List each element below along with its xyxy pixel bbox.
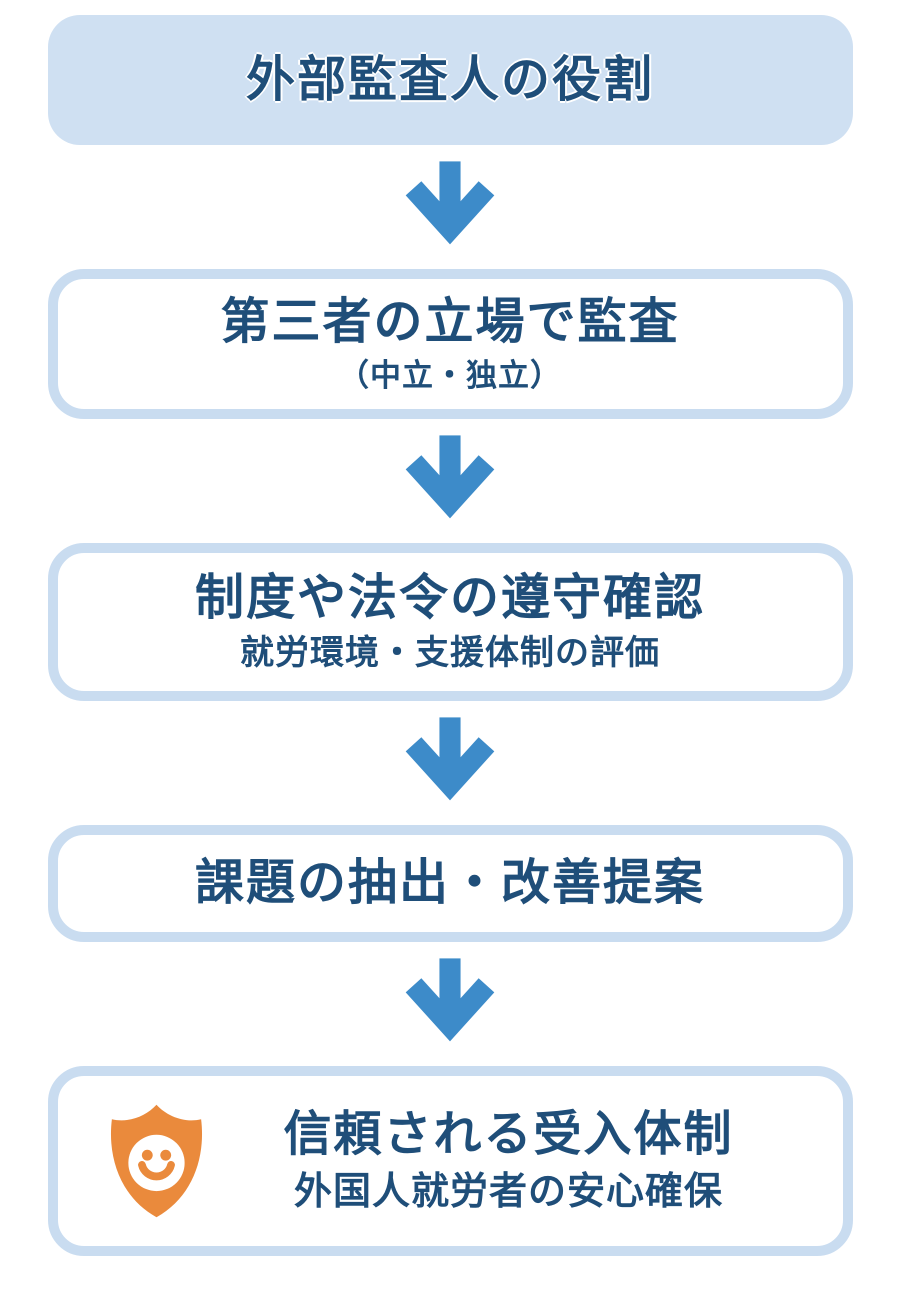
arrow-wrap-1 [402, 145, 498, 269]
flow-step-box-4: 信頼される受入体制 外国人就労者の安心確保 [47, 1066, 853, 1256]
step-2-title: 制度や法令の遵守確認 [194, 571, 705, 626]
flow-header-box: 外部監査人の役割 [47, 15, 853, 145]
arrow-wrap-3 [402, 701, 498, 825]
step-2-subtitle: 就労環境・支援体制の評価 [240, 633, 660, 672]
flowchart-column: 外部監査人の役割 第三者の立場で監査 （中立・独立） 制度や法令の遵守確認 就労… [47, 15, 853, 1256]
arrow-wrap-2 [402, 419, 498, 543]
final-icon-wrap [108, 1102, 205, 1220]
arrow-wrap-4 [402, 942, 498, 1066]
flow-step-box-3: 課題の抽出・改善提案 [47, 825, 853, 942]
shield-smile-icon [110, 1104, 202, 1218]
flow-header-title: 外部監査人の役割 [245, 52, 654, 107]
down-arrow-icon [405, 958, 495, 1042]
down-arrow-icon [405, 161, 495, 245]
step-1-title: 第三者の立場で監査 [220, 295, 680, 350]
flow-step-box-1: 第三者の立場で監査 （中立・独立） [47, 269, 853, 419]
final-text-block: 信頼される受入体制 外国人就労者の安心確保 [205, 1107, 843, 1216]
step-1-subtitle: （中立・独立） [338, 357, 562, 393]
step-3-title: 課題の抽出・改善提案 [194, 856, 705, 911]
down-arrow-icon [405, 717, 495, 801]
step-4-title: 信頼される受入体制 [283, 1107, 734, 1161]
down-arrow-icon [405, 435, 495, 519]
step-4-subtitle: 外国人就労者の安心確保 [293, 1170, 723, 1213]
flow-step-box-2: 制度や法令の遵守確認 就労環境・支援体制の評価 [47, 543, 853, 701]
